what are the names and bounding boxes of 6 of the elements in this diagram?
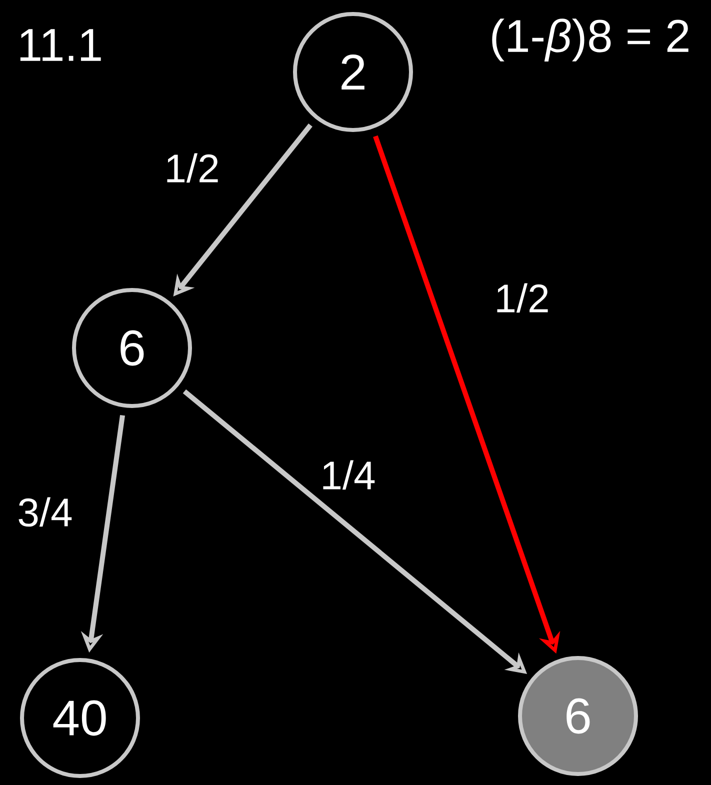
- edge-label: 1/2: [497, 283, 548, 313]
- edge-label: 3/4: [18, 497, 72, 527]
- note-text: (1-β)8 = 2: [492, 18, 688, 62]
- note-text: 11.1: [20, 29, 101, 61]
- edge-label: 1/2: [167, 153, 218, 183]
- edge-label: 1/4: [323, 460, 375, 490]
